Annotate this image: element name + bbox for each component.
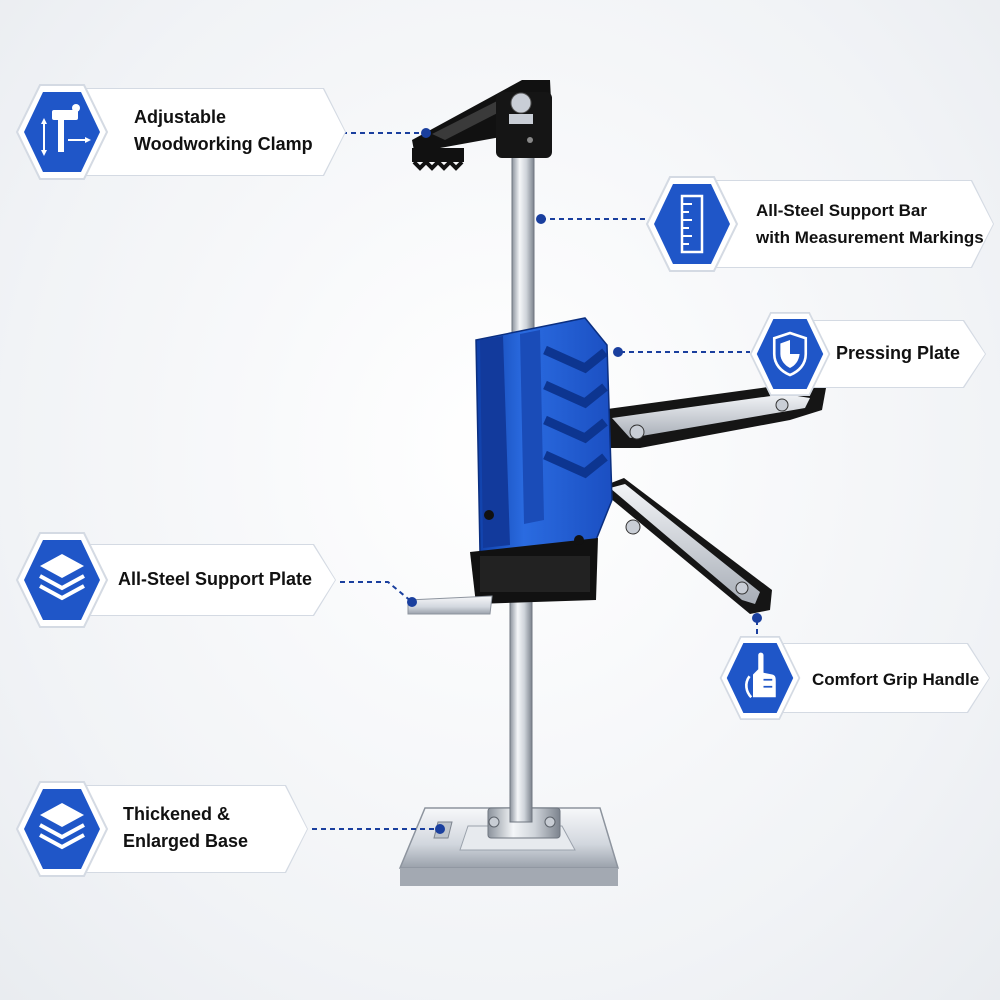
callout-label: Pressing Plate [836,343,961,363]
base-plate [398,807,620,886]
connector-dot [752,613,762,623]
hand-grip-icon [718,634,802,722]
connector-support-plate [340,581,413,603]
clamp-head [412,80,552,171]
connector-dot [421,128,431,138]
callout-grip-handle: Comfort Grip Handle [718,636,990,720]
callout-enlarged-base: Thickened & Enlarged Base [14,781,308,877]
grip-handles [598,384,826,614]
callout-pressing-plate: Pressing Plate [748,312,986,396]
connector-dot [435,824,445,834]
callout-support-bar: All-Steel Support Bar with Measurement M… [644,176,994,272]
clamp-measure-icon [14,82,110,182]
callout-label: Thickened & Enlarged Base [123,804,249,851]
callout-label: Comfort Grip Handle [812,670,980,689]
connector-dot [536,214,546,224]
callout-label: Adjustable Woodworking Clamp [134,107,313,154]
callout-support-plate: All-Steel Support Plate [14,532,336,628]
callout-label: All-Steel Support Bar with Measurement M… [756,201,984,247]
layers-icon [14,530,110,630]
blue-lifting-body [470,317,613,604]
connector-dot [613,347,623,357]
callout-label: All-Steel Support Plate [118,569,313,589]
ruler-icon [644,174,740,274]
support-plate [407,595,493,615]
layers-icon [14,779,110,879]
callout-adjustable-clamp: Adjustable Woodworking Clamp [14,84,346,180]
connector-dot [407,597,417,607]
shield-icon [748,310,832,398]
